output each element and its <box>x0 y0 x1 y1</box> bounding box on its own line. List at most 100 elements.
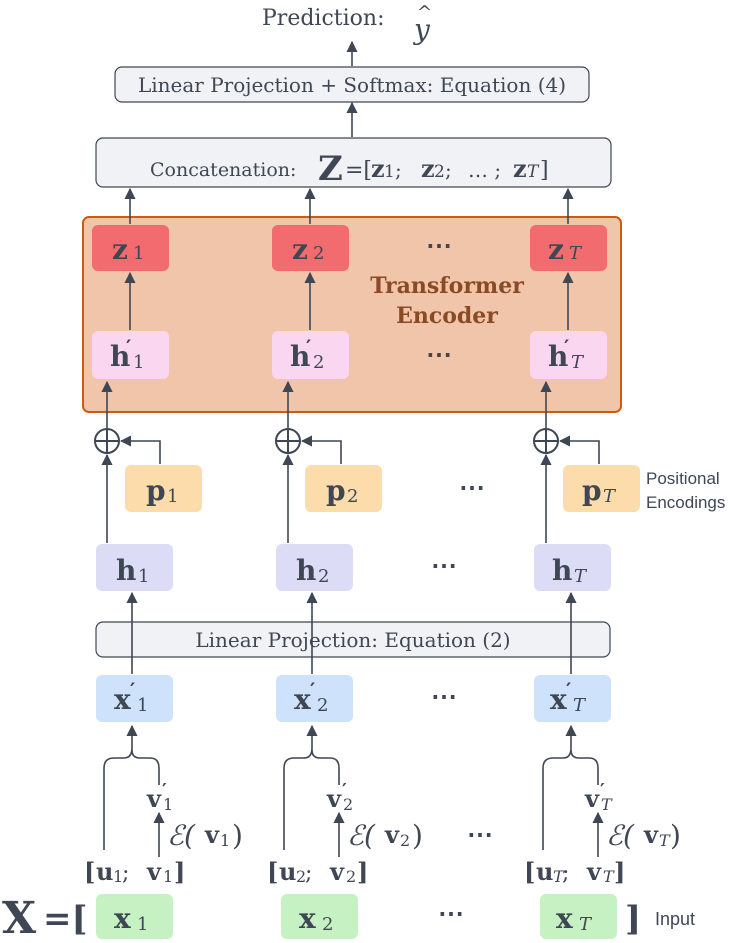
vprime-1-sub: 1 <box>163 795 173 814</box>
embed-T-v: v <box>643 820 659 849</box>
xpT-letter: x <box>550 683 567 716</box>
ellipsis-z: ⋯ <box>426 231 452 261</box>
h2-letter: h <box>296 554 316 587</box>
concat-close: ] <box>540 158 549 183</box>
hp1-letter: h <box>110 340 130 373</box>
embed-2-op: ℰ( <box>347 819 376 852</box>
uv-T-v: v <box>586 857 602 886</box>
xp1-sub: 1 <box>137 695 148 716</box>
concat-zT: z <box>513 154 527 183</box>
concat-sep2: ; <box>445 158 452 182</box>
hprime-box-1 <box>92 331 169 379</box>
embed-T-op: ℰ( <box>606 819 635 852</box>
vprime-2-sub: 2 <box>343 795 353 814</box>
input-row: x 1 x 2 x T X =[ ] Input <box>2 893 695 943</box>
xprime-box-T <box>534 675 611 722</box>
oplus-row <box>94 428 559 454</box>
vprime-1-prime: ′ <box>162 780 167 801</box>
embed-2-close: ) <box>412 819 423 852</box>
x2-sub: 2 <box>322 914 333 935</box>
concat-ellipsis: … ; <box>468 158 501 182</box>
uv-2-vsub: 2 <box>346 867 356 886</box>
positional-label-line1: Positional <box>646 469 720 488</box>
input-X: X <box>2 893 37 943</box>
hp2-sub: 2 <box>313 352 324 373</box>
vprime-2-prime: ′ <box>342 780 347 801</box>
xp2-prime: ′ <box>310 678 315 702</box>
x1-sub: 1 <box>137 914 148 935</box>
xprime-box-2 <box>276 675 353 722</box>
xpT-prime: ′ <box>566 678 571 702</box>
p-box-T <box>563 465 640 512</box>
xprime-row: x ′ 1 x ′ 2 x ′ T <box>96 675 611 722</box>
xp2-sub: 2 <box>317 695 328 716</box>
hp1-sub: 1 <box>133 352 144 373</box>
hpT-letter: h <box>548 340 568 373</box>
uv-2-v: v <box>329 857 345 886</box>
z-row: z 1 z 2 z T <box>92 225 607 271</box>
vprime-2-letter: v <box>326 784 342 813</box>
linear-projection-label: Linear Projection: Equation (2) <box>195 628 510 652</box>
x-box-T <box>540 894 617 939</box>
transformer-title-line1: Transformer <box>370 273 524 299</box>
h2-sub: 2 <box>318 566 329 587</box>
embed-1-sub: 1 <box>220 831 230 850</box>
uv-2-sep: ; <box>305 861 312 886</box>
h-box-2 <box>276 544 353 591</box>
z2-sub: 2 <box>313 243 324 264</box>
xp2-letter: x <box>294 683 311 716</box>
xp1-prime: ′ <box>130 678 135 702</box>
concat-eq: =[ <box>345 158 372 183</box>
x-box-2 <box>281 894 358 939</box>
uv-T-usub: T <box>553 867 565 886</box>
concat-sub1: 1 <box>384 162 395 182</box>
uv-1-sep: ; <box>122 861 129 886</box>
concat-subT: T <box>527 162 540 182</box>
input-eq-bracket: =[ <box>43 899 88 939</box>
x1-letter: x <box>114 902 131 935</box>
pT-sub: T <box>603 486 617 507</box>
z2-letter: z <box>292 233 308 266</box>
h1-sub: 1 <box>138 566 149 587</box>
uv-T-open: [ <box>524 857 535 886</box>
connectors <box>101 40 604 857</box>
uv-2-close: ] <box>357 857 368 886</box>
hpT-sub: T <box>571 352 585 373</box>
p2-sub: 2 <box>347 486 358 507</box>
hprime-box-T <box>530 331 607 379</box>
vprime-1-letter: v <box>146 784 162 813</box>
uv-2-u: u <box>279 857 296 886</box>
z-box-T <box>530 225 607 271</box>
h-row: h 1 h 2 h T <box>96 544 611 591</box>
xT-sub: T <box>579 914 593 935</box>
hp2-prime: ′ <box>306 335 311 359</box>
p-box-2 <box>305 465 382 512</box>
uv-2-usub: 2 <box>296 867 306 886</box>
embedding-group: v ′ 1 ℰ( v 1 ) [ u 1 ; v 1 ] v ′ 2 ℰ( v … <box>84 780 681 886</box>
uv-1-vsub: 1 <box>163 867 173 886</box>
p1-sub: 1 <box>167 486 178 507</box>
concat-sub2: 2 <box>434 162 445 182</box>
transformer-title-line2: Encoder <box>396 303 498 329</box>
ellipsis-h: ⋯ <box>431 551 457 581</box>
p2-letter: p <box>326 474 346 507</box>
z-box-2 <box>272 225 349 271</box>
uv-1-open: [ <box>84 857 95 886</box>
xT-letter: x <box>556 902 573 935</box>
hprime-box-2 <box>272 331 349 379</box>
embed-1-op: ℰ( <box>167 819 196 852</box>
concat-z1: z <box>371 154 385 183</box>
embed-1-close: ) <box>232 819 243 852</box>
uv-1-v: v <box>146 857 162 886</box>
hT-letter: h <box>552 554 572 587</box>
h-box-T <box>534 544 611 591</box>
xprime-box-1 <box>96 675 173 722</box>
vprime-T-prime: ′ <box>600 780 605 801</box>
ellipsis-xprime: ⋯ <box>431 682 457 712</box>
softmax-label: Linear Projection + Softmax: Equation (4… <box>138 73 566 97</box>
pT-letter: p <box>582 474 602 507</box>
input-close-bracket: ] <box>625 899 641 939</box>
uv-1-usub: 1 <box>113 867 123 886</box>
uv-2-open: [ <box>267 857 278 886</box>
